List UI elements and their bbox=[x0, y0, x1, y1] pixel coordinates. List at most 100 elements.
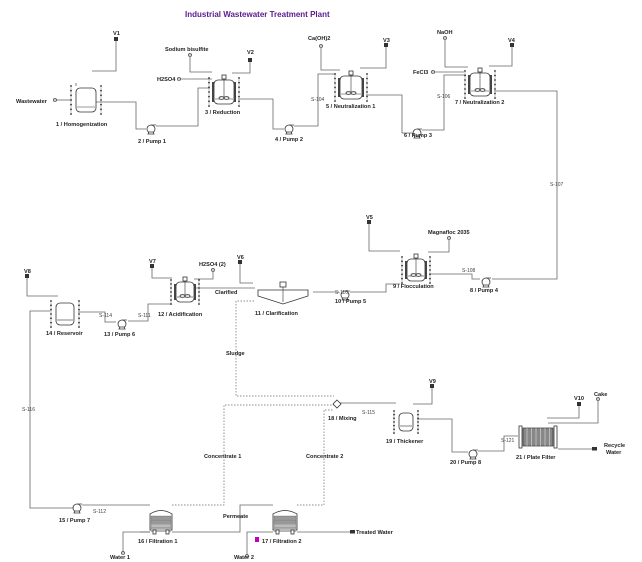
unit-21-plate-filter[interactable] bbox=[518, 425, 558, 449]
stream-s116[interactable]: S-116 bbox=[22, 407, 35, 413]
vent-v10-icon[interactable] bbox=[577, 402, 581, 406]
stream-s114[interactable]: S-114 bbox=[99, 313, 112, 319]
feed-caoh2[interactable]: Ca(OH)2 bbox=[308, 36, 330, 42]
vent-v2[interactable]: V2 bbox=[247, 50, 254, 56]
unit-label-20[interactable]: 20 / Pump 8 bbox=[450, 460, 481, 466]
unit-label-7[interactable]: 7 / Neutralization 2 bbox=[455, 100, 504, 106]
unit-5-neutralization-1[interactable] bbox=[334, 70, 368, 102]
feed-water1-icon[interactable] bbox=[121, 551, 125, 555]
vent-v9[interactable]: V9 bbox=[429, 379, 436, 385]
vent-v9-icon[interactable] bbox=[430, 384, 434, 388]
stream-clarified[interactable]: Clarified bbox=[215, 290, 238, 296]
vent-v8-icon[interactable] bbox=[25, 274, 29, 278]
unit-16-filtration-1[interactable] bbox=[149, 510, 173, 535]
unit-label-1[interactable]: 1 / Homogenization bbox=[56, 122, 108, 128]
stream-concentrate1[interactable]: Concentrate 1 bbox=[204, 454, 241, 460]
stream-permeate[interactable]: Permeate bbox=[223, 514, 248, 520]
unit-18-mixing[interactable] bbox=[332, 399, 342, 409]
stream-s111[interactable]: S-111 bbox=[138, 313, 151, 319]
product-recycle-water-line1[interactable]: Recycle bbox=[604, 443, 625, 449]
product-cake[interactable]: Cake bbox=[594, 392, 607, 398]
unit-label-13[interactable]: 13 / Pump 6 bbox=[104, 332, 135, 338]
feed-fecl3-icon[interactable] bbox=[431, 70, 435, 74]
stream-s110[interactable]: S-110 bbox=[335, 290, 348, 296]
unit-3-reduction[interactable] bbox=[208, 74, 240, 107]
unit-label-21[interactable]: 21 / Plate Filter bbox=[516, 455, 556, 461]
treated-water-outlet[interactable] bbox=[350, 530, 355, 534]
unit-13-pump-6[interactable] bbox=[117, 319, 127, 330]
unit-10-pump-5[interactable] bbox=[340, 290, 350, 301]
unit-label-6[interactable]: 6 / Pump 3 bbox=[404, 133, 432, 139]
feed-magnafloc[interactable]: Magnafloc 2035 bbox=[428, 230, 470, 236]
feed-water2[interactable]: Water 2 bbox=[234, 555, 254, 561]
vent-v4-icon[interactable] bbox=[510, 43, 514, 47]
feed-naoh-icon[interactable] bbox=[443, 36, 447, 40]
unit-7-neutralization-2[interactable] bbox=[464, 67, 496, 99]
vent-v1[interactable]: V1 bbox=[113, 31, 120, 37]
unit-label-18[interactable]: 18 / Mixing bbox=[328, 416, 357, 422]
vent-v4[interactable]: V4 bbox=[508, 38, 516, 44]
unit-20-pump-8[interactable] bbox=[468, 449, 478, 460]
unit-12-acidification[interactable] bbox=[170, 276, 200, 305]
feed-water1[interactable]: Water 1 bbox=[110, 555, 130, 561]
feed-fecl3[interactable]: FeCl3 bbox=[413, 70, 428, 76]
unit-17-filtration-2[interactable] bbox=[272, 510, 298, 535]
feed-h2so4[interactable]: H2SO4 bbox=[157, 77, 176, 83]
unit-label-8[interactable]: 8 / Pump 4 bbox=[470, 288, 499, 294]
feed-caoh2-icon[interactable] bbox=[319, 44, 323, 48]
vent-v5[interactable]: V5 bbox=[366, 215, 373, 221]
vent-v6[interactable]: V6 bbox=[237, 255, 244, 261]
unit-9-flocculation[interactable] bbox=[401, 253, 431, 284]
vent-v1-icon[interactable] bbox=[114, 37, 118, 41]
feed-h2so4-2[interactable]: H2SO4 (2) bbox=[199, 262, 226, 268]
unit-label-15[interactable]: 15 / Pump 7 bbox=[59, 518, 90, 524]
vent-v3[interactable]: V3 bbox=[383, 38, 390, 44]
unit-label-3[interactable]: 3 / Reduction bbox=[205, 110, 241, 116]
feed-magnafloc-icon[interactable] bbox=[447, 236, 451, 240]
stream-sludge[interactable]: Sludge bbox=[226, 351, 245, 357]
unit-8-pump-4[interactable] bbox=[481, 277, 491, 288]
unit-2-pump-1[interactable] bbox=[146, 124, 156, 135]
product-cake-icon[interactable] bbox=[596, 397, 600, 401]
product-recycle-water-line2[interactable]: Water bbox=[606, 450, 622, 456]
feed-wastewater[interactable]: Wastewater bbox=[16, 99, 48, 105]
stream-s106[interactable]: S-106 bbox=[437, 94, 451, 100]
unit-14-reservoir[interactable] bbox=[50, 300, 80, 328]
unit-label-17[interactable]: 17 / Filtration 2 bbox=[262, 539, 301, 545]
unit-1-homogenization[interactable] bbox=[70, 85, 102, 115]
recycle-water-outlet[interactable] bbox=[592, 447, 597, 451]
vent-v3-icon[interactable] bbox=[384, 43, 388, 47]
feed-h2so4-2-icon[interactable] bbox=[211, 268, 215, 272]
vent-v5-icon[interactable] bbox=[367, 220, 371, 224]
unit-19-thickener[interactable] bbox=[393, 410, 419, 434]
vent-v6-icon[interactable] bbox=[238, 260, 242, 264]
unit-label-12[interactable]: 12 / Acidification bbox=[158, 312, 203, 318]
feed-water2-icon[interactable] bbox=[245, 554, 249, 558]
vent-v7[interactable]: V7 bbox=[149, 259, 156, 265]
feed-naoh[interactable]: NaOH bbox=[437, 30, 453, 36]
selection-marker[interactable] bbox=[255, 537, 259, 542]
unit-label-9[interactable]: 9 / Flocculation bbox=[393, 284, 434, 290]
vent-v8[interactable]: V8 bbox=[24, 269, 31, 275]
unit-label-2[interactable]: 2 / Pump 1 bbox=[138, 139, 166, 145]
feed-h2so4-icon[interactable] bbox=[177, 77, 181, 81]
stream-s112[interactable]: S-112 bbox=[93, 509, 106, 515]
feed-wastewater-icon[interactable] bbox=[53, 98, 57, 102]
stream-concentrate2[interactable]: Concentrate 2 bbox=[306, 454, 343, 460]
vent-v10[interactable]: V10 bbox=[574, 396, 584, 402]
unit-4-pump-2[interactable] bbox=[284, 124, 294, 135]
stream-s121[interactable]: S-121 bbox=[501, 438, 515, 444]
unit-label-11[interactable]: 11 / Clarification bbox=[255, 311, 298, 317]
stream-s115[interactable]: S-115 bbox=[362, 410, 375, 416]
stream-s108[interactable]: S-108 bbox=[462, 268, 476, 274]
stream-s104[interactable]: S-104 bbox=[311, 97, 325, 103]
unit-label-4[interactable]: 4 / Pump 2 bbox=[275, 137, 303, 143]
unit-15-pump-7[interactable] bbox=[72, 503, 82, 514]
unit-label-5[interactable]: 5 / Neutralization 1 bbox=[326, 104, 375, 110]
stream-s107[interactable]: S-107 bbox=[550, 182, 564, 188]
unit-11-clarification[interactable] bbox=[257, 281, 309, 305]
product-treated-water[interactable]: Treated Water bbox=[356, 530, 394, 536]
unit-label-10[interactable]: 10 / Pump 5 bbox=[335, 299, 366, 305]
unit-6-pump-3[interactable] bbox=[412, 128, 422, 139]
unit-label-19[interactable]: 19 / Thickener bbox=[386, 439, 424, 445]
